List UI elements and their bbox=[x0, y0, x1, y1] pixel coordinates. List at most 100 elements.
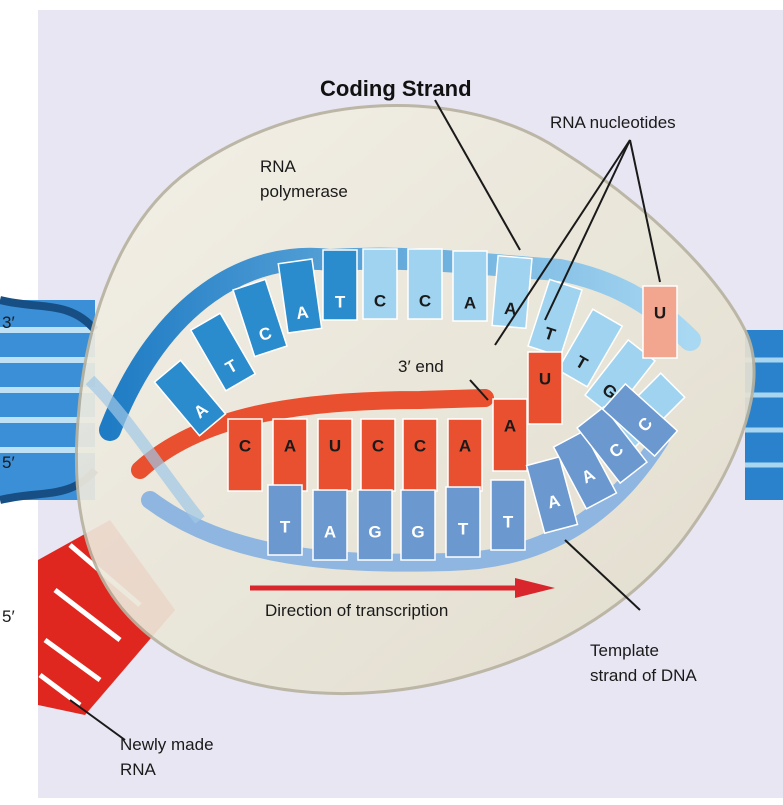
rna-base-letter: C bbox=[414, 436, 426, 455]
coding-base-letter: C bbox=[419, 291, 431, 310]
coding-base: T bbox=[556, 308, 624, 388]
coding-base-letter: T bbox=[335, 292, 346, 311]
rna-base-block bbox=[317, 418, 353, 492]
rna-base: A bbox=[492, 398, 528, 472]
coding-base: A bbox=[452, 250, 488, 322]
coding-base: T bbox=[189, 312, 257, 392]
polymerase-label-line2: polymerase bbox=[260, 182, 348, 201]
template-base-letter: T bbox=[280, 517, 291, 536]
coding-base-block bbox=[153, 359, 227, 437]
rna-base: C bbox=[227, 418, 263, 492]
template-base: G bbox=[357, 489, 393, 561]
rna-base: C bbox=[402, 418, 438, 492]
coding-base-block bbox=[232, 278, 288, 358]
left-dna-helix bbox=[0, 296, 99, 504]
coding-base-block bbox=[584, 338, 656, 418]
template-base-block bbox=[400, 489, 436, 561]
leader-lines bbox=[69, 99, 661, 741]
rna-base-letter: A bbox=[504, 416, 516, 435]
template-base-block bbox=[576, 405, 648, 485]
coding-base-block bbox=[277, 258, 323, 334]
rna-base-letter: U bbox=[539, 369, 551, 388]
template-base-block bbox=[267, 484, 303, 556]
template-base-block bbox=[525, 455, 579, 535]
coding-base: C bbox=[407, 248, 443, 320]
rna-base-block bbox=[447, 418, 483, 492]
rna-base-letter: U bbox=[654, 303, 666, 322]
rna-base-block bbox=[360, 418, 396, 492]
template-base: G bbox=[400, 489, 436, 561]
newly-made-label-line2: RNA bbox=[120, 760, 157, 779]
coding-base: C bbox=[232, 278, 288, 358]
coding-base-letter: C bbox=[374, 291, 386, 310]
rna-base: A bbox=[447, 418, 483, 492]
coding-base-block bbox=[407, 248, 443, 320]
template-base: A bbox=[525, 455, 579, 535]
template-base-block bbox=[552, 430, 618, 510]
template-base: T bbox=[490, 479, 526, 551]
coding-base-block bbox=[362, 248, 398, 320]
rna-base-block bbox=[272, 418, 308, 492]
rna-base: C bbox=[360, 418, 396, 492]
template-base: C bbox=[601, 382, 679, 458]
left-3prime-label: 3′ bbox=[2, 313, 15, 332]
template-base: A bbox=[312, 489, 348, 561]
template-base-block bbox=[312, 489, 348, 561]
rna-base: U bbox=[317, 418, 353, 492]
rna-base-letter: A bbox=[284, 436, 296, 455]
template-base-letter: A bbox=[545, 491, 562, 513]
three-prime-end-label: 3′ end bbox=[398, 357, 444, 376]
rna-base-block bbox=[527, 351, 563, 425]
template-base-letter: A bbox=[324, 522, 336, 541]
template-label-line1: Template bbox=[590, 641, 659, 660]
template-base: A bbox=[552, 430, 618, 510]
rna-base-block bbox=[642, 285, 678, 359]
coding-base-letter: A bbox=[504, 299, 518, 319]
coding-base-letter: A bbox=[464, 293, 476, 312]
rna-base-block bbox=[492, 398, 528, 472]
coding-base-block bbox=[556, 308, 624, 388]
coding-strand-bases: ATCATCCAATTGG bbox=[153, 248, 686, 448]
coding-base-block bbox=[452, 250, 488, 322]
coding-base: C bbox=[362, 248, 398, 320]
rna-base: U bbox=[642, 285, 678, 359]
coding-base: A bbox=[277, 258, 323, 334]
rna-base-letter: C bbox=[239, 436, 251, 455]
template-base-letter: G bbox=[411, 522, 424, 541]
template-base-block bbox=[490, 479, 526, 551]
rna-nucleotides-label: RNA nucleotides bbox=[550, 113, 676, 132]
template-base-letter: T bbox=[503, 512, 514, 531]
rna-base-letter: A bbox=[459, 436, 471, 455]
template-base-block bbox=[357, 489, 393, 561]
rna-base-block bbox=[227, 418, 263, 492]
rna-base: U bbox=[527, 351, 563, 425]
rna-base-letter: C bbox=[372, 436, 384, 455]
template-base: T bbox=[267, 484, 303, 556]
polymerase-label-line1: RNA bbox=[260, 157, 297, 176]
coding-strand-label: Coding Strand bbox=[320, 76, 472, 101]
coding-base-block bbox=[322, 249, 358, 321]
coding-base: A bbox=[153, 359, 227, 437]
rna-base: A bbox=[272, 418, 308, 492]
template-base-block bbox=[445, 486, 481, 558]
template-base-letter: G bbox=[368, 522, 381, 541]
rna-base-letter: U bbox=[329, 436, 341, 455]
template-base-letter: T bbox=[458, 519, 469, 538]
coding-base: T bbox=[322, 249, 358, 321]
template-base: C bbox=[576, 405, 648, 485]
rna-5prime-label: 5′ bbox=[2, 607, 15, 626]
direction-label: Direction of transcription bbox=[265, 601, 448, 620]
template-label-line2: strand of DNA bbox=[590, 666, 697, 685]
left-5prime-label: 5′ bbox=[2, 453, 15, 472]
coding-base-block bbox=[189, 312, 257, 392]
direction-arrow bbox=[250, 578, 555, 598]
coding-base-letter: C bbox=[256, 323, 274, 345]
newly-made-label-line1: Newly made bbox=[120, 735, 214, 754]
coding-base-letter: A bbox=[295, 303, 310, 324]
template-base-block bbox=[601, 382, 679, 458]
template-base: T bbox=[445, 486, 481, 558]
